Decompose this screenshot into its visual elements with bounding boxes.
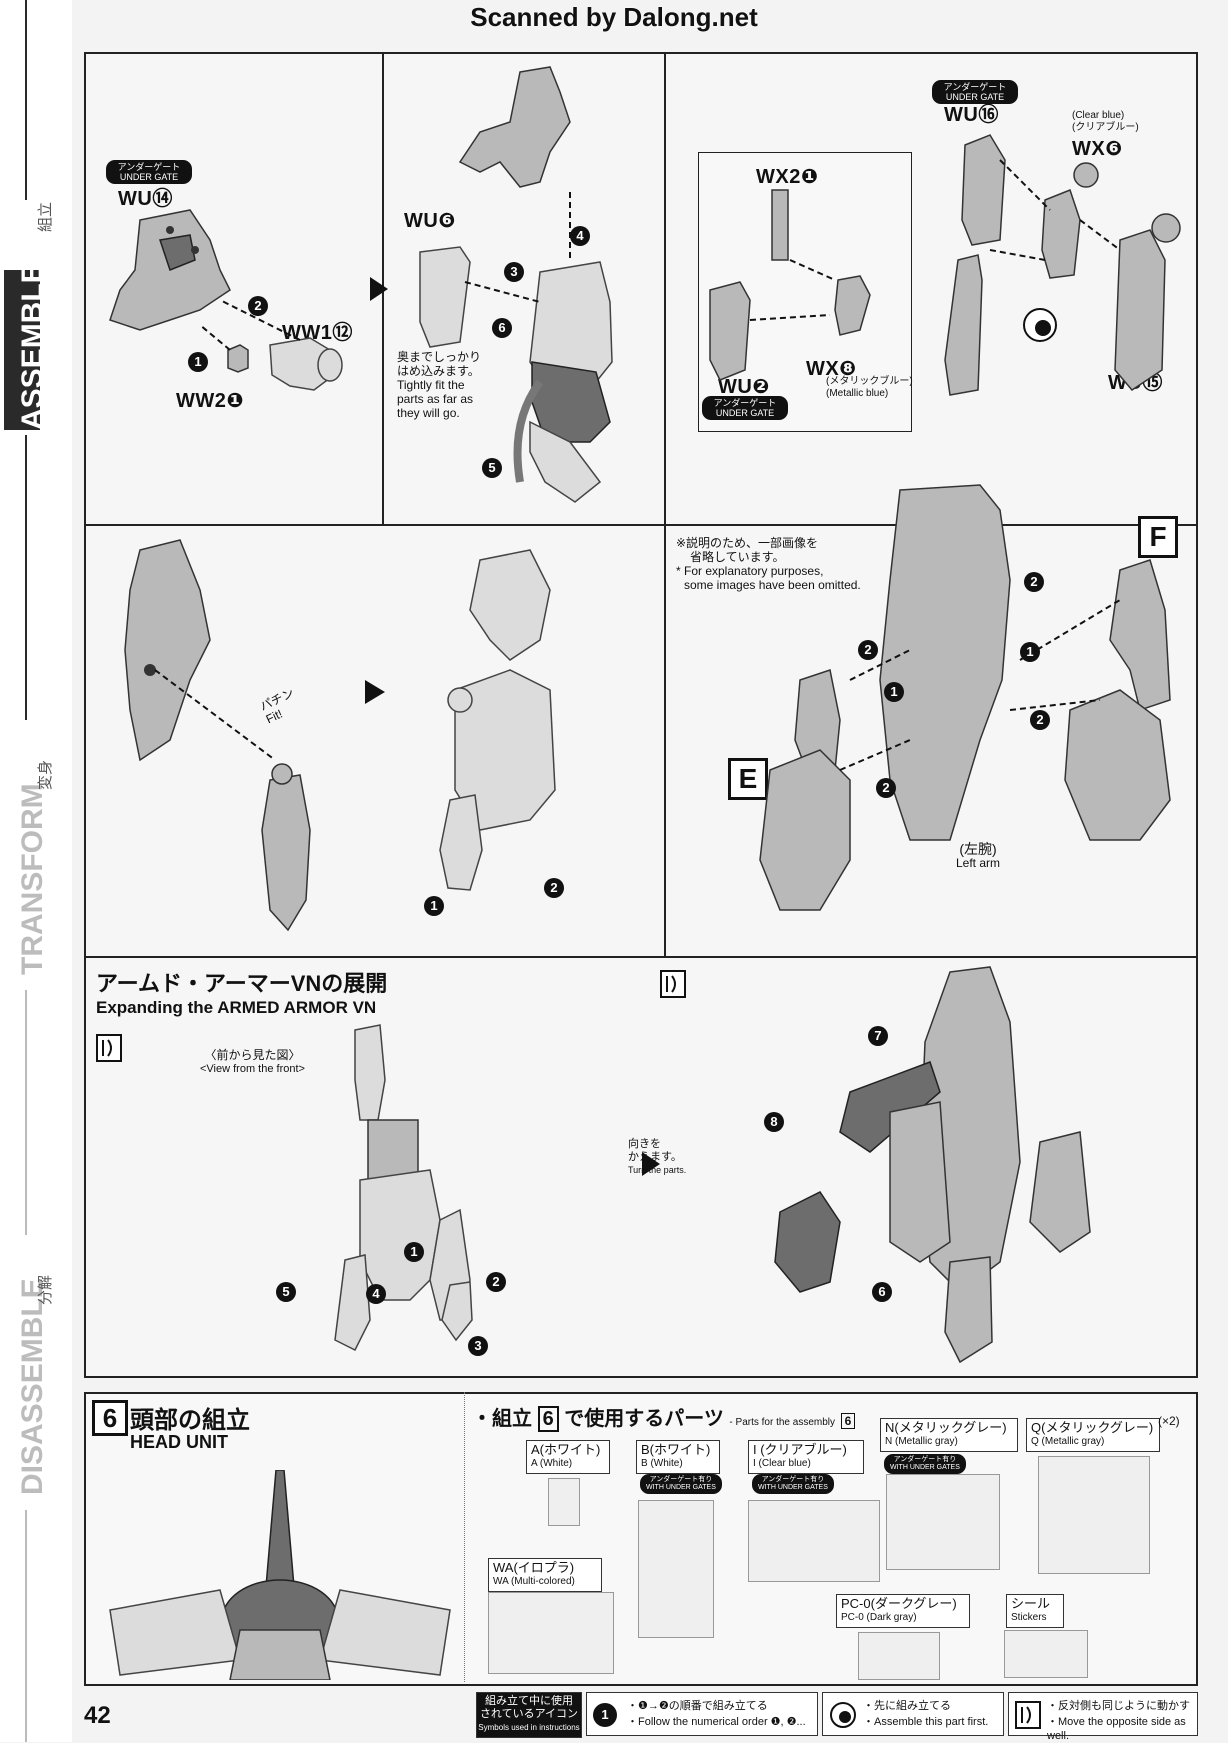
next-arrow-icon bbox=[370, 277, 388, 301]
assemble-tab-bg bbox=[4, 270, 40, 430]
step-3-t: 3 bbox=[468, 1336, 488, 1356]
head-unit-title-jp: 頭部の組立 bbox=[130, 1407, 250, 1434]
step-2-t: 2 bbox=[486, 1272, 506, 1292]
armor-expanded-diagram bbox=[774, 966, 1091, 1364]
opposite-side-icon-2 bbox=[660, 970, 686, 998]
front-view-note: 〈前から見た図〉<View from the front> bbox=[200, 1048, 305, 1075]
page-number: 42 bbox=[84, 1702, 111, 1729]
step-2-f-top: 2 bbox=[1024, 572, 1044, 592]
arm-part-diagram-3 bbox=[709, 134, 1181, 396]
runner-b bbox=[638, 1500, 714, 1638]
panel-arm-unit-1 bbox=[84, 52, 386, 528]
next-arrow-icon-2 bbox=[642, 1152, 660, 1176]
step-4-t: 4 bbox=[366, 1284, 386, 1304]
opposite-side-icon-legend bbox=[1015, 1701, 1041, 1729]
arm-part-diagram-2 bbox=[419, 66, 613, 503]
step-1-f: 1 bbox=[1020, 642, 1040, 662]
step-1-e: 1 bbox=[884, 682, 904, 702]
step-2-marker-4: 2 bbox=[544, 878, 564, 898]
step-1-t: 1 bbox=[404, 1242, 424, 1262]
step-3-marker: 3 bbox=[504, 262, 524, 282]
part-i-label: I (クリアブルー)I (Clear blue) bbox=[748, 1440, 864, 1474]
step-4-marker: 4 bbox=[570, 226, 590, 246]
part-wx8: WX❽ bbox=[806, 358, 857, 380]
part-b-label: B(ホワイト)B (White) bbox=[636, 1440, 720, 1474]
left-arm-label: (左腕)Left arm bbox=[956, 841, 1001, 870]
step-5-t: 5 bbox=[276, 1282, 296, 1302]
metallic-blue-note: (メタリックブルー)(Metallic blue) bbox=[826, 376, 913, 399]
legend-opposite: ・反対側も同じように動かす ・Move the opposite side as… bbox=[1008, 1692, 1198, 1742]
part-q-label: Q(メタリックグレー)Q (Metallic gray) bbox=[1026, 1418, 1160, 1452]
runner-a bbox=[548, 1478, 580, 1526]
arm-part-diagram-1 bbox=[109, 209, 343, 391]
step-number-box: 6 bbox=[92, 1400, 128, 1436]
part-wx6: WX❻ bbox=[1072, 138, 1123, 160]
section-sidebar: ASSEMBLE 組立 TRANSFORM 変身 DISASSEMBLE 分解 bbox=[0, 0, 72, 1742]
legend-first: ・先に組み立てる ・Assemble this part first. bbox=[822, 1692, 1004, 1736]
part-wx2-1: WX2❶ bbox=[756, 166, 819, 188]
head-unit-left bbox=[84, 1392, 465, 1682]
runner-stickers bbox=[1004, 1630, 1088, 1678]
assemble-first-icon bbox=[830, 1702, 856, 1728]
armor-front-diagram bbox=[334, 1024, 473, 1352]
step-2-marker: 2 bbox=[248, 296, 268, 316]
legend-title: 組み立て中に使用 されているアイコン Symbols used in instr… bbox=[476, 1692, 582, 1738]
part-wu6: WU❻ bbox=[404, 210, 456, 232]
step-1-marker-4: 1 bbox=[424, 896, 444, 916]
runner-i bbox=[748, 1500, 880, 1582]
transform-title-en: Expanding the ARMED ARMOR VN bbox=[96, 998, 377, 1017]
step-8-t: 8 bbox=[764, 1112, 784, 1132]
part-ww2-1: WW2❶ bbox=[176, 390, 244, 412]
step-6-marker: 6 bbox=[492, 318, 512, 338]
part-wa-label: WA(イロプラ)WA (Multi-colored) bbox=[488, 1558, 602, 1592]
times-two: (×2) bbox=[1158, 1414, 1180, 1428]
part-wu16: WU⑯ bbox=[944, 104, 999, 126]
runner-pc0 bbox=[858, 1632, 940, 1680]
step-2-e-top: 2 bbox=[858, 640, 878, 660]
arm-join-diagram bbox=[124, 539, 556, 932]
runner-wa bbox=[488, 1592, 614, 1674]
scan-credit: Scanned by Dalong.net bbox=[470, 2, 758, 32]
label-f: F bbox=[1138, 516, 1178, 558]
legend-order: 1 ・❶→❷の順番で組み立てる ・Follow the numerical or… bbox=[586, 1692, 818, 1736]
step-2-f-mid: 2 bbox=[1030, 710, 1050, 730]
legend-step-icon: 1 bbox=[593, 1703, 617, 1727]
turn-parts-note: 向きをかえます。Turn the parts. bbox=[628, 1138, 687, 1175]
transform-title-jp: アームド・アーマーVNの展開 bbox=[96, 971, 388, 996]
label-e: E bbox=[728, 758, 768, 800]
sidebar-stripes bbox=[25, 0, 27, 1742]
opposite-side-icon bbox=[96, 1034, 122, 1062]
step-6-t: 6 bbox=[872, 1282, 892, 1302]
runner-n bbox=[886, 1474, 1000, 1570]
symbols-legend: 組み立て中に使用 されているアイコン Symbols used in instr… bbox=[476, 1692, 1198, 1742]
head-unit-diagram bbox=[109, 1470, 451, 1680]
part-wu2: WU❷ bbox=[718, 376, 770, 398]
clear-blue-note: (Clear blue)(クリアブルー) bbox=[1072, 110, 1139, 133]
step-1-marker: 1 bbox=[188, 352, 208, 372]
step-2-e-bottom: 2 bbox=[876, 778, 896, 798]
part-a-label: A(ホワイト)A (White) bbox=[526, 1440, 610, 1474]
part-ww1-12: WW1⑫ bbox=[282, 322, 353, 344]
part-n-label: N(メタリックグレー)N (Metallic gray) bbox=[880, 1418, 1018, 1452]
tight-fit-note: 奥までしっかり はめ込みます。 Tightly fit the parts as… bbox=[397, 350, 482, 420]
head-unit-title-en: HEAD UNIT bbox=[130, 1432, 228, 1452]
arm-attach-diagram bbox=[759, 484, 1171, 911]
runner-q bbox=[1038, 1456, 1150, 1574]
part-wu14: WU⑭ bbox=[118, 188, 173, 210]
step-7-t: 7 bbox=[868, 1026, 888, 1046]
part-pc0-label: PC-0(ダークグレー)PC-0 (Dark gray) bbox=[836, 1594, 970, 1628]
parts-heading: ・組立 6 で使用するパーツ - Parts for the assembly … bbox=[472, 1402, 856, 1432]
omitted-images-note: ※説明のため、一部画像を 省略しています。 * For explanatory … bbox=[676, 536, 861, 592]
step-5-marker: 5 bbox=[482, 458, 502, 478]
